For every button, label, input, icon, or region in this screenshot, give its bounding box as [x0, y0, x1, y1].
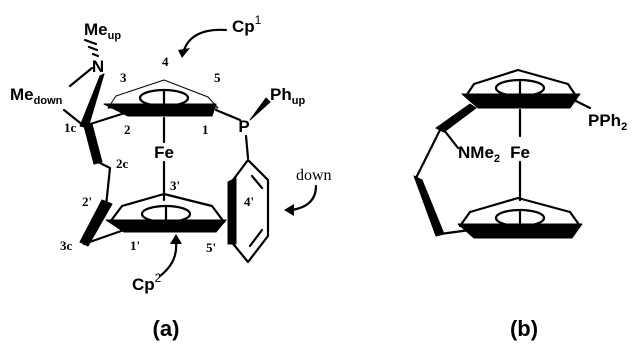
ph-up-wedge — [249, 97, 271, 121]
structure-a: Fe N Meup M — [10, 13, 332, 294]
wedge-2p-3c — [79, 199, 113, 247]
n-me-down-bond — [68, 66, 94, 88]
num-5: 5 — [214, 70, 221, 85]
num-1: 1 — [202, 122, 209, 137]
cp1-ring — [103, 79, 219, 117]
b-upper-ring — [461, 68, 581, 109]
num-5p: 5' — [206, 240, 216, 255]
p-label: P — [238, 117, 249, 136]
down-arrow — [290, 184, 318, 212]
num-4: 4 — [162, 54, 169, 69]
num-4p: 4' — [244, 194, 254, 209]
me-down-label: Medown — [10, 85, 63, 107]
p-ph-down-bond — [244, 134, 250, 160]
b-c-p-bond — [572, 98, 592, 110]
me-up-label: Meup — [84, 20, 121, 42]
cp2-arrow — [158, 240, 178, 278]
num-2p: 2' — [82, 194, 92, 209]
caption-b: (b) — [510, 316, 538, 341]
b-chain-2 — [438, 228, 472, 236]
nme2-label: NMe2 — [458, 143, 500, 165]
structure-b: Fe PPh2 NMe2 — [413, 68, 627, 239]
ph-up-label: Phup — [270, 85, 305, 107]
down-label: down — [296, 167, 332, 184]
cp1-label: Cp1 — [232, 13, 262, 36]
num-1p: 1' — [130, 238, 140, 253]
num-2: 2 — [124, 122, 131, 137]
n-label: N — [92, 57, 104, 76]
cp2-label: Cp2 — [132, 271, 162, 294]
num-1c: 1c — [64, 120, 77, 135]
caption-a: (a) — [153, 316, 180, 341]
me-up-hash — [83, 38, 100, 58]
cp1-arrow — [182, 28, 228, 52]
b-lower-ring — [457, 196, 583, 239]
wedge-1c-2c — [83, 123, 103, 165]
down-arrowhead — [284, 204, 294, 216]
b-wedge-lower — [413, 175, 445, 237]
fe-label-b: Fe — [510, 143, 530, 162]
b-wedge-upper — [435, 103, 477, 133]
c1-p-bond — [214, 108, 242, 122]
num-3: 3 — [120, 70, 127, 85]
cp1-arrowhead — [178, 48, 190, 58]
cp2-ring — [105, 192, 227, 233]
bridge-chain — [62, 73, 130, 247]
num-3c: 3c — [60, 238, 73, 253]
pph2-label: PPh2 — [588, 111, 627, 133]
ph-down-ring — [227, 158, 270, 264]
b-chain-1 — [414, 128, 442, 180]
b-c-n-bond — [442, 128, 460, 150]
cp2-arrowhead — [170, 234, 182, 244]
fe-label-a: Fe — [154, 143, 174, 162]
num-3p: 3' — [170, 178, 180, 193]
num-2c: 2c — [116, 156, 129, 171]
